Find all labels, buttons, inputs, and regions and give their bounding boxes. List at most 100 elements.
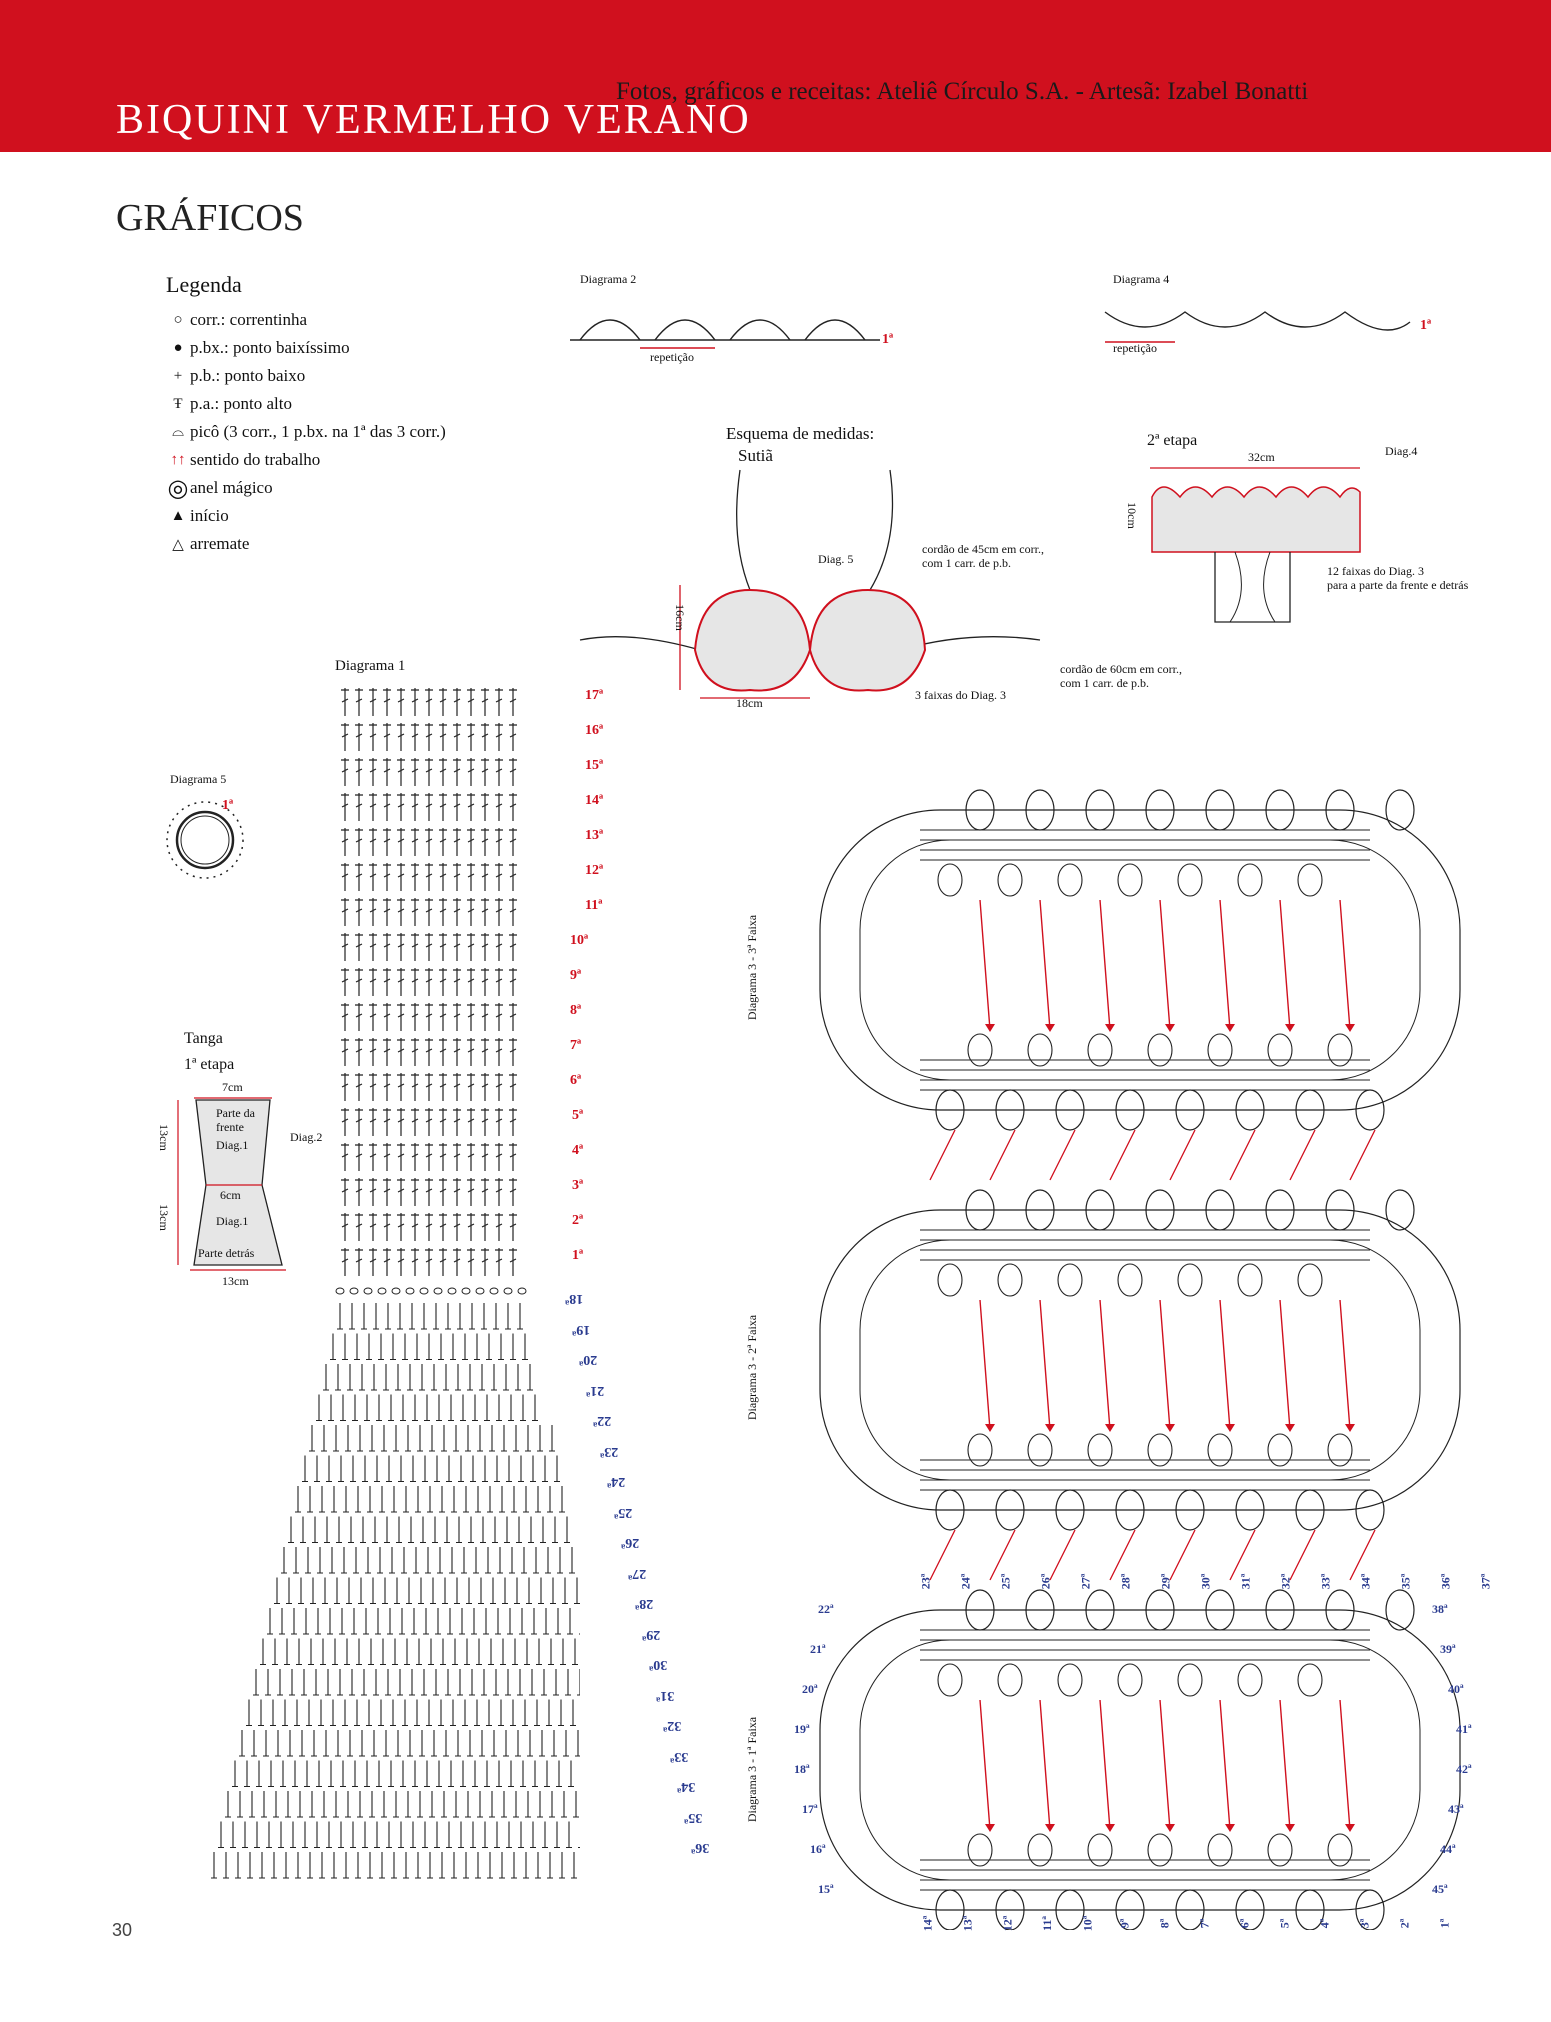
slip-stitch-icon: ● <box>173 339 183 356</box>
section-title: GRÁFICOS <box>116 197 304 239</box>
bra-title: Esquema de medidas: <box>726 424 875 443</box>
diagram1-row-label: 13ª <box>585 828 604 843</box>
diagram3-row-label: 33ª <box>1318 1573 1333 1590</box>
diagram3-row-label: 29ª <box>1158 1573 1173 1590</box>
diagram3-row-label: 36ª <box>1438 1573 1453 1590</box>
diagram3-row-label: 14ª <box>920 1915 935 1932</box>
diagram1-row-label: 23ª <box>600 1443 619 1459</box>
strip1-label: Diagrama 3 - 1ª Faixa <box>745 1716 760 1823</box>
diagram4-graphic <box>1104 311 1411 343</box>
legend-item: ▲início <box>166 502 446 530</box>
bra-cord-upper-1: cordão de 45cm em corr., <box>922 542 1044 556</box>
diagram3-row-label: 10ª <box>1080 1915 1095 1932</box>
stage2-note-2: para a parte da frente e detrás <box>1327 578 1469 592</box>
tanga-height-bottom: 13cm <box>156 1204 171 1231</box>
diagram5-graphic <box>166 801 244 879</box>
legend: Legenda ○corr.: correntinha ●p.bx.: pont… <box>166 272 446 558</box>
diagram5-start: 1ª <box>222 798 234 813</box>
diagram3-row-label: 22ª <box>818 1602 834 1616</box>
tanga-back-diag: Diag.1 <box>216 1214 249 1228</box>
tanga-top-width: 7cm <box>222 1080 243 1094</box>
diagram1-row-label: 18ª <box>565 1291 584 1306</box>
diagram1-row-label: 10ª <box>570 933 589 948</box>
diagram3-row-label: 44ª <box>1440 1842 1456 1856</box>
tanga-bottom-width: 13cm <box>222 1274 249 1288</box>
diagram1-row-label: 12ª <box>585 863 604 878</box>
diagram1-row-label: 11ª <box>585 898 603 913</box>
direction-arrows-icon: ↑↑ <box>170 451 186 468</box>
tanga-height-top: 13cm <box>156 1124 171 1151</box>
diagram3-row-label: 43ª <box>1448 1802 1464 1816</box>
diagram3-row-label: 18ª <box>794 1762 810 1776</box>
diagram3-row-label: 19ª <box>794 1722 810 1736</box>
tanga-mid-width: 6cm <box>220 1188 241 1202</box>
diagram1-row-label: 3ª <box>572 1178 584 1193</box>
bra-subtitle: Sutiã <box>738 446 773 465</box>
diagram1-row-label: 17ª <box>585 688 604 703</box>
diagram3-row-label: 31ª <box>1238 1573 1253 1590</box>
diagram1-row-label: 7ª <box>570 1038 582 1053</box>
diagram2-title: Diagrama 2 <box>580 272 637 286</box>
diagram1-title: Diagrama 1 <box>335 658 406 674</box>
diagram3-row-label: 13ª <box>960 1915 975 1932</box>
diagram1-row-label: 9ª <box>570 968 582 983</box>
diagram1-row-label: 27ª <box>628 1565 647 1581</box>
bra-strips: 3 faixas do Diag. 3 <box>915 688 1006 702</box>
diagram1-graphic <box>211 688 580 1879</box>
diagram1-row-label: 8ª <box>570 1003 582 1018</box>
picot-icon: ⌓ <box>172 424 184 440</box>
legend-item: ⌓picô (3 corr., 1 p.bx. na 1ª das 3 corr… <box>166 418 446 446</box>
diagram1-row-label: 36ª <box>691 1840 710 1855</box>
diagram3-row-label: 38ª <box>1432 1602 1448 1616</box>
diagram3-row-label: 37ª <box>1478 1573 1493 1590</box>
stage2-height: 10cm <box>1124 502 1139 529</box>
diagram4-repeat: repetição <box>1113 341 1157 355</box>
diagram3-row-label: 1ª <box>1437 1918 1452 1929</box>
diagram1-row-label: 31ª <box>656 1687 675 1703</box>
diagram5-title: Diagrama 5 <box>170 772 227 786</box>
diagram3-row-label: 28ª <box>1118 1573 1133 1590</box>
diagram3-row-label: 26ª <box>1038 1573 1053 1590</box>
diagram1-row-label: 30ª <box>649 1657 668 1672</box>
stage2-width: 32cm <box>1248 450 1275 464</box>
diagram1-row-label: 19ª <box>572 1321 591 1337</box>
legend-item: ↑↑sentido do trabalho <box>166 446 446 474</box>
diagram1-row-label: 2ª <box>572 1213 584 1228</box>
diagram3-row-label: 25ª <box>998 1573 1013 1590</box>
diagram1-row-label: 21ª <box>586 1382 605 1398</box>
tanga-stage: 1ª etapa <box>184 1056 235 1073</box>
photo-credits: Fotos, gráficos e receitas: Ateliê Círcu… <box>616 78 1309 105</box>
tanga-front-1: Parte da <box>216 1106 255 1120</box>
diagram3-row-label: 11ª <box>1039 1916 1054 1931</box>
finish-icon: △ <box>172 536 184 553</box>
diagram3-row-label: 39ª <box>1440 1642 1456 1656</box>
diagram3-row-label: 23ª <box>918 1573 933 1590</box>
diagram1-row-label: 14ª <box>585 793 604 808</box>
diagram1-row-label: 26ª <box>621 1535 640 1550</box>
diagram3-row-label: 5ª <box>1277 1918 1292 1929</box>
diagram1-row-label: 35ª <box>684 1809 703 1825</box>
legend-item: ○corr.: correntinha <box>166 306 446 334</box>
legend-item: ◎anel mágico <box>167 475 273 502</box>
diagram3-row-label: 16ª <box>810 1842 826 1856</box>
diagram2-graphic <box>570 319 884 370</box>
diagram1-row-label: 1ª <box>572 1248 584 1263</box>
diagram3-row-label: 24ª <box>958 1573 973 1590</box>
diagram3-row-label: 2ª <box>1397 1918 1412 1929</box>
diagram4-title: Diagrama 4 <box>1113 272 1170 286</box>
diagram1-row-label: 5ª <box>572 1108 584 1123</box>
tanga-diag2: Diag.2 <box>290 1130 323 1144</box>
stage2-note-1: 12 faixas do Diag. 3 <box>1327 564 1424 578</box>
diagram3-row-label: 40ª <box>1448 1682 1464 1696</box>
start-icon: ▲ <box>170 507 186 524</box>
diagram1-row-label: 24ª <box>607 1474 626 1489</box>
diagram3-row-label: 15ª <box>818 1882 834 1896</box>
diagram1-row-label: 20ª <box>579 1352 598 1367</box>
bra-diag5-label: Diag. 5 <box>818 552 854 566</box>
diagram2-start: 1ª <box>882 332 894 347</box>
diagram2-repeat: repetição <box>650 350 694 364</box>
page-number: 30 <box>112 1920 133 1940</box>
bra-cord-upper-2: com 1 carr. de p.b. <box>922 556 1011 570</box>
tanga-back-label: Parte detrás <box>198 1246 255 1260</box>
